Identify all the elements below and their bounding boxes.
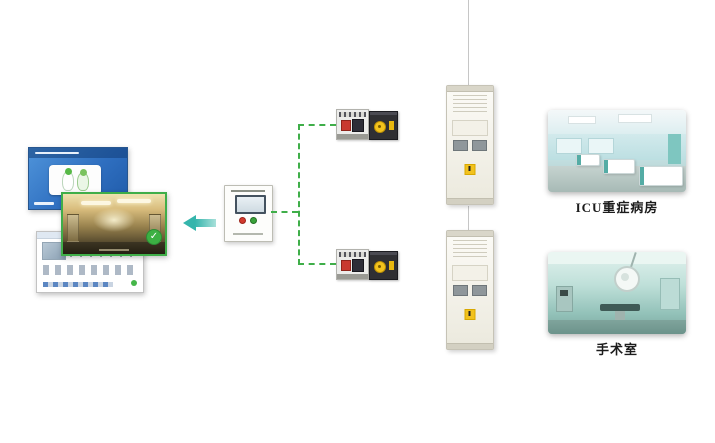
- mascot-panel: [49, 165, 101, 195]
- ats-base: [337, 134, 368, 139]
- scada-footer-blocks: [43, 282, 113, 287]
- or-door: [660, 278, 680, 310]
- cabinet-meter-window: [453, 285, 468, 296]
- device-red-button: [239, 217, 246, 224]
- ats-red-handle: [341, 120, 351, 131]
- ats-breaker-block: [352, 119, 364, 132]
- dashed-connector-bottom-branch: [298, 263, 336, 265]
- dashed-connector-top-branch: [298, 124, 336, 126]
- device-footer-text-bar: [233, 233, 263, 235]
- icu-ward-photo: [548, 110, 686, 192]
- distribution-cabinet-top: [446, 85, 494, 205]
- cabinet-base: [447, 343, 493, 349]
- device-lcd-screen: [235, 195, 266, 214]
- ward-window: [588, 138, 614, 154]
- ward-ceiling-light: [618, 114, 652, 123]
- hospital-bed: [603, 159, 635, 174]
- transfer-switch-icon: [336, 109, 369, 140]
- ward-curtain: [668, 134, 681, 164]
- mascot-figure-icon: [77, 169, 89, 191]
- distribution-cabinet-bottom: [446, 230, 494, 350]
- splash-title-bar: [29, 148, 127, 158]
- transformer-yellow-label-icon: [374, 261, 386, 273]
- cabinet-vents: [453, 240, 487, 260]
- operating-room-label: 手术室: [595, 342, 638, 357]
- icu-label: ICU重症病房: [575, 200, 659, 215]
- or-ceiling: [548, 252, 686, 264]
- dashed-connector-main: [271, 211, 298, 213]
- photo-light-glow: [93, 208, 135, 232]
- site-photo-screen: [61, 192, 167, 256]
- warning-sticker-icon: [464, 164, 476, 175]
- ats-terminals: [339, 252, 366, 257]
- isolation-transformer-icon: [369, 251, 398, 280]
- software-splash-screen: [28, 147, 128, 210]
- cabinet-base: [447, 198, 493, 204]
- cabinet-meter-window: [472, 285, 487, 296]
- cabinet-meter-window: [453, 140, 468, 151]
- check-icon: ✓: [146, 229, 162, 245]
- dashed-connector-vertical: [298, 124, 300, 265]
- ats-terminals: [339, 112, 366, 117]
- ats-red-handle: [341, 260, 351, 271]
- splash-logo-bar: [34, 202, 54, 205]
- transfer-switch-icon: [336, 249, 369, 280]
- cabinet-panel: [452, 265, 488, 281]
- transformer-side-tag: [389, 121, 394, 130]
- hospital-bed: [576, 154, 600, 166]
- device-green-button: [250, 217, 257, 224]
- cabinet-vents: [453, 95, 487, 115]
- cabinet-panel: [452, 120, 488, 136]
- scada-wiring-row: [43, 265, 133, 275]
- mascot-figure-icon: [62, 168, 74, 191]
- status-indicator-icon: [131, 280, 137, 286]
- or-equipment-cart: [556, 286, 573, 312]
- transformer-top-edge: [370, 112, 397, 115]
- photo-floor: [63, 242, 165, 254]
- operating-room-photo: [548, 252, 686, 334]
- photo-ceiling-light: [117, 199, 151, 203]
- surgical-lamp-icon: [614, 266, 640, 292]
- splash-title-text-bar: [35, 152, 79, 154]
- warning-sticker-icon: [464, 309, 476, 320]
- left-arrow-icon: [183, 215, 217, 231]
- device-title-text-bar: [231, 190, 265, 192]
- operating-table-pad: [600, 304, 640, 311]
- supply-line-top: [468, 0, 469, 85]
- hospital-bed: [639, 166, 683, 186]
- operating-table-column: [615, 311, 625, 321]
- photo-floor-reflection: [99, 249, 129, 251]
- transformer-top-edge: [370, 252, 397, 255]
- cabinet-cap: [447, 86, 493, 92]
- cabinet-meter-window: [472, 140, 487, 151]
- or-floor: [548, 320, 686, 334]
- ats-base: [337, 274, 368, 279]
- photo-ceiling-light: [81, 201, 111, 205]
- photo-side-column: [67, 214, 79, 242]
- transformer-yellow-label-icon: [374, 121, 386, 133]
- supply-line-bottom: [468, 206, 469, 230]
- insulation-monitoring-panel: [224, 185, 273, 242]
- ward-ceiling-light: [568, 116, 596, 124]
- ats-breaker-block: [352, 259, 364, 272]
- transformer-side-tag: [389, 261, 394, 270]
- arrow-head: [183, 215, 196, 231]
- cabinet-cap: [447, 231, 493, 237]
- isolation-transformer-icon: [369, 111, 398, 140]
- arrow-tail: [195, 219, 216, 227]
- ward-window: [556, 138, 582, 154]
